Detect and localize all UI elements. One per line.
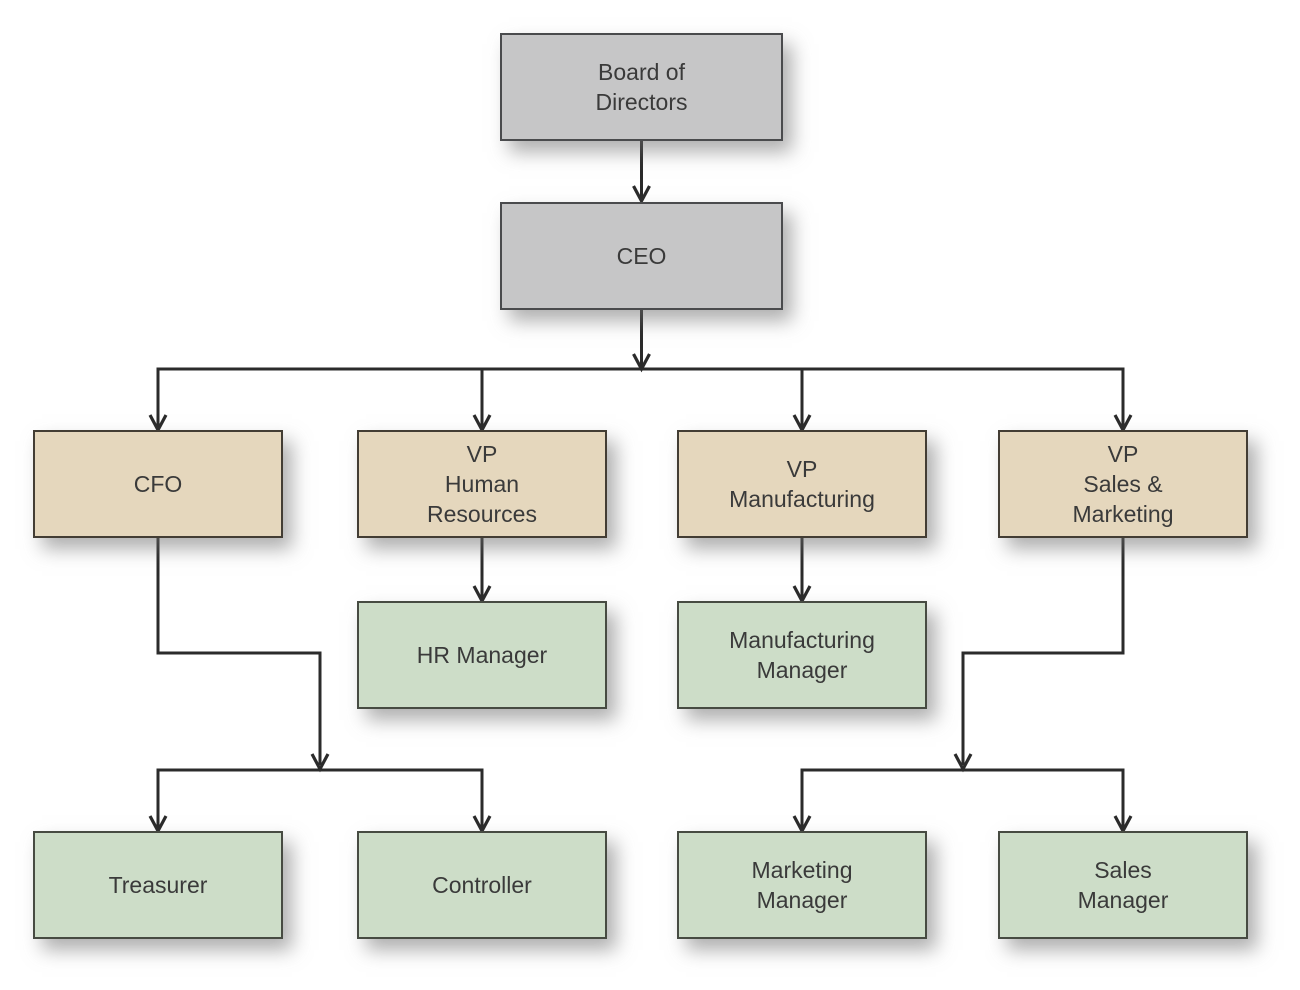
node-ceo: CEO	[500, 202, 783, 310]
connector-vp-distribution	[156, 367, 1125, 427]
node-vp-manufacturing: VP Manufacturing	[677, 430, 927, 538]
connector-cfo-elbow	[156, 538, 322, 765]
arrowhead-ceo	[632, 185, 651, 205]
node-controller: Controller	[357, 831, 607, 939]
node-manufacturing-manager: Manufacturing Manager	[677, 601, 927, 709]
node-board-of-directors: Board of Directors	[500, 33, 783, 141]
node-cfo: CFO	[33, 430, 283, 538]
connector-salesmktg-distribution	[800, 768, 1125, 828]
node-treasurer: Treasurer	[33, 831, 283, 939]
node-vp-sales-marketing: VP Sales & Marketing	[998, 430, 1248, 538]
node-marketing-manager: Marketing Manager	[677, 831, 927, 939]
connector-cfo-distribution	[156, 768, 484, 828]
node-sales-manager: Sales Manager	[998, 831, 1248, 939]
connector-salesmktg-elbow	[961, 538, 1125, 765]
node-hr-manager: HR Manager	[357, 601, 607, 709]
node-vp-human-resources: VP Human Resources	[357, 430, 607, 538]
